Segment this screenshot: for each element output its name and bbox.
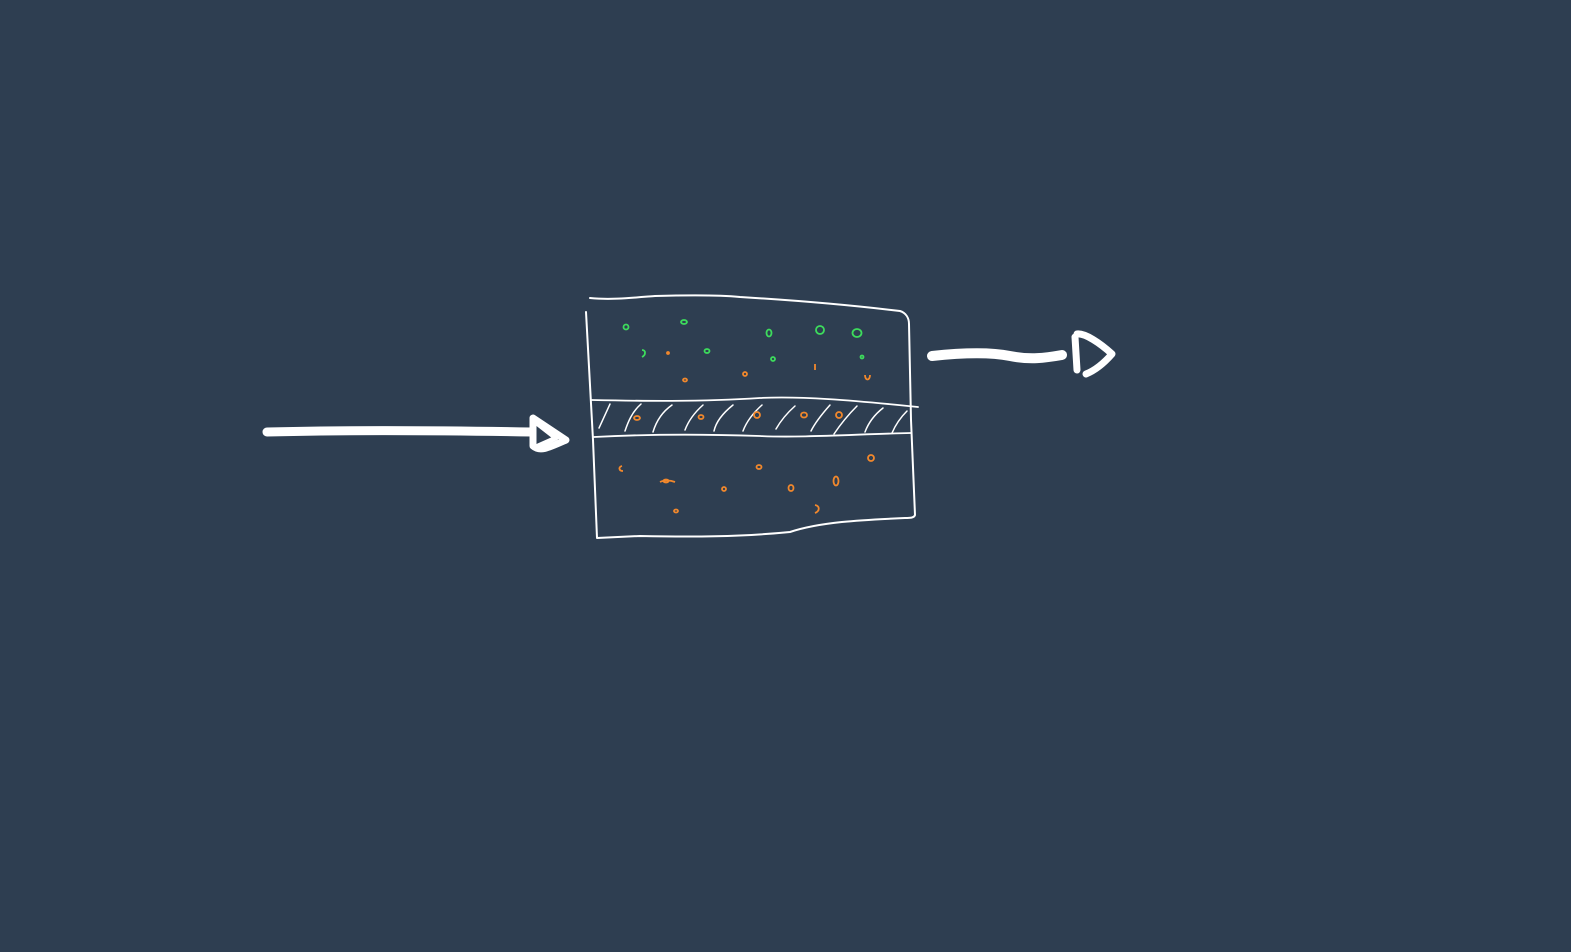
orange-particle bbox=[832, 475, 840, 487]
orange-particle bbox=[864, 374, 871, 381]
orange-particle bbox=[800, 411, 808, 419]
filter-membrane bbox=[591, 396, 919, 438]
green-particle bbox=[851, 328, 863, 338]
membrane-hatching bbox=[598, 403, 908, 435]
green-particle bbox=[770, 356, 776, 362]
input-arrow bbox=[262, 414, 570, 453]
orange-particle bbox=[867, 454, 875, 462]
orange-particle bbox=[697, 414, 705, 420]
green-particle bbox=[703, 348, 711, 354]
orange-particle bbox=[673, 508, 679, 514]
green-particle bbox=[765, 328, 773, 338]
output-arrow bbox=[927, 330, 1116, 378]
orange-particle bbox=[835, 411, 843, 419]
orange-particle bbox=[787, 484, 795, 492]
orange-particle bbox=[753, 411, 761, 419]
green-particles bbox=[622, 319, 865, 362]
orange-particle bbox=[682, 377, 688, 383]
orange-particle bbox=[755, 464, 763, 470]
orange-particle bbox=[721, 486, 727, 492]
green-particle bbox=[641, 349, 646, 358]
orange-particle bbox=[662, 478, 670, 484]
container-box bbox=[585, 294, 916, 539]
green-particle bbox=[622, 323, 630, 331]
green-particle bbox=[680, 319, 688, 325]
green-particle bbox=[815, 325, 825, 335]
orange-particles bbox=[618, 351, 875, 514]
orange-particle bbox=[633, 415, 641, 421]
orange-particle bbox=[618, 465, 624, 472]
orange-particle bbox=[666, 351, 670, 355]
orange-particle bbox=[742, 371, 748, 377]
orange-particle bbox=[814, 504, 820, 514]
green-particle bbox=[859, 354, 865, 360]
